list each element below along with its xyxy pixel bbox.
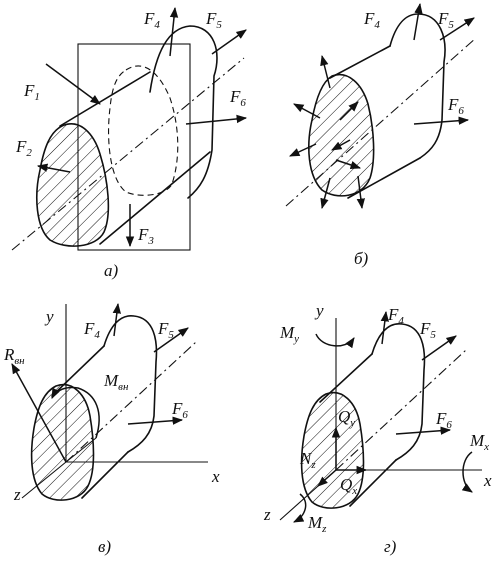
body-top-edge [59, 71, 151, 127]
axis-label-z: z [263, 505, 271, 524]
panel-v: y x z Rвн Mвн F4 F5 F6 в) [3, 302, 220, 556]
force-arrow-f6 [127, 416, 184, 425]
force-arrow-f4 [413, 2, 423, 41]
body-bottom-edge [349, 459, 397, 507]
body-far-end [371, 323, 426, 461]
axis-label-y: y [314, 301, 324, 320]
internal-arrow [320, 54, 331, 89]
label-f6: F6 [435, 409, 452, 431]
force-arrow-f5 [439, 17, 475, 41]
front-section [36, 123, 110, 247]
label-r-vn: Rвн [3, 345, 25, 367]
axis-label-y: y [44, 307, 54, 326]
internal-arrow [289, 143, 317, 157]
label-mz: Mz [307, 513, 327, 535]
moment-vector [65, 437, 97, 463]
label-m-vn: Mвн [103, 371, 129, 393]
label-nz: Nz [299, 449, 316, 471]
axis-label-z: z [13, 485, 21, 504]
force-arrow-f2 [36, 163, 71, 173]
label-f4: F4 [83, 319, 100, 341]
force-arrow-f4 [112, 302, 121, 337]
caption-v: в) [98, 537, 111, 556]
moment-arc-mz [293, 493, 307, 523]
label-f4: F4 [363, 9, 380, 31]
label-f3: F3 [137, 225, 154, 247]
internal-arrow [320, 177, 331, 210]
panel-b: F4 F5 F6 б) [285, 2, 477, 268]
label-f6: F6 [447, 95, 464, 117]
caption-b: б) [354, 249, 369, 268]
cut-section [300, 391, 365, 509]
force-arrow-f5 [153, 327, 189, 353]
panel-g: y x z Qy Qx Nz My Mx Mz F4 F5 F6 г) [263, 301, 492, 556]
force-arrow-f4 [380, 310, 389, 345]
force-arrow-f4 [169, 6, 179, 57]
label-f4: F4 [387, 305, 404, 327]
label-qy: Qy [338, 407, 355, 429]
body-bottom-edge [99, 151, 211, 245]
label-qx: Qx [340, 475, 357, 497]
force-arrow-f5 [211, 29, 247, 55]
hidden-section [108, 65, 179, 196]
label-my: My [279, 323, 299, 345]
body-far-end [103, 315, 158, 453]
axis-label-x: x [211, 467, 220, 486]
cut-section [30, 383, 95, 501]
panel-a: F1 F2 F3 F4 F5 F6 а) [11, 6, 248, 280]
resultant-arrow [11, 363, 67, 463]
axis-label-x: x [483, 471, 492, 490]
label-f5: F5 [157, 319, 174, 341]
force-arrow-f5 [421, 335, 457, 361]
label-f2: F2 [15, 137, 32, 159]
body-far-end [149, 25, 218, 199]
body-top-edge [329, 45, 391, 79]
label-f6: F6 [229, 87, 246, 109]
force-arrow-f6 [185, 114, 248, 125]
cut-section [308, 73, 375, 197]
internal-arrow [356, 175, 365, 210]
caption-a: а) [104, 261, 119, 280]
label-f6: F6 [171, 399, 188, 421]
internal-arrow [331, 139, 351, 151]
moment-arc-mx [461, 451, 473, 493]
label-f4: F4 [143, 9, 160, 31]
label-f5: F5 [419, 319, 436, 341]
body-bottom-edge [81, 451, 129, 499]
normal-arrow-nz [317, 469, 337, 487]
internal-arrow [293, 103, 321, 119]
label-f1: F1 [23, 81, 40, 103]
internal-arrow [339, 101, 359, 121]
force-arrow-f1 [45, 63, 101, 105]
internal-arrow [335, 159, 361, 169]
body-far-end [389, 13, 446, 159]
label-f5: F5 [205, 9, 222, 31]
force-arrow-f6 [413, 116, 470, 125]
caption-g: г) [384, 537, 397, 556]
label-f5: F5 [437, 9, 454, 31]
moment-arc-my [315, 333, 355, 349]
label-mx: Mx [469, 431, 489, 453]
moment-arc [51, 386, 100, 439]
force-arrow-f6 [395, 426, 452, 435]
